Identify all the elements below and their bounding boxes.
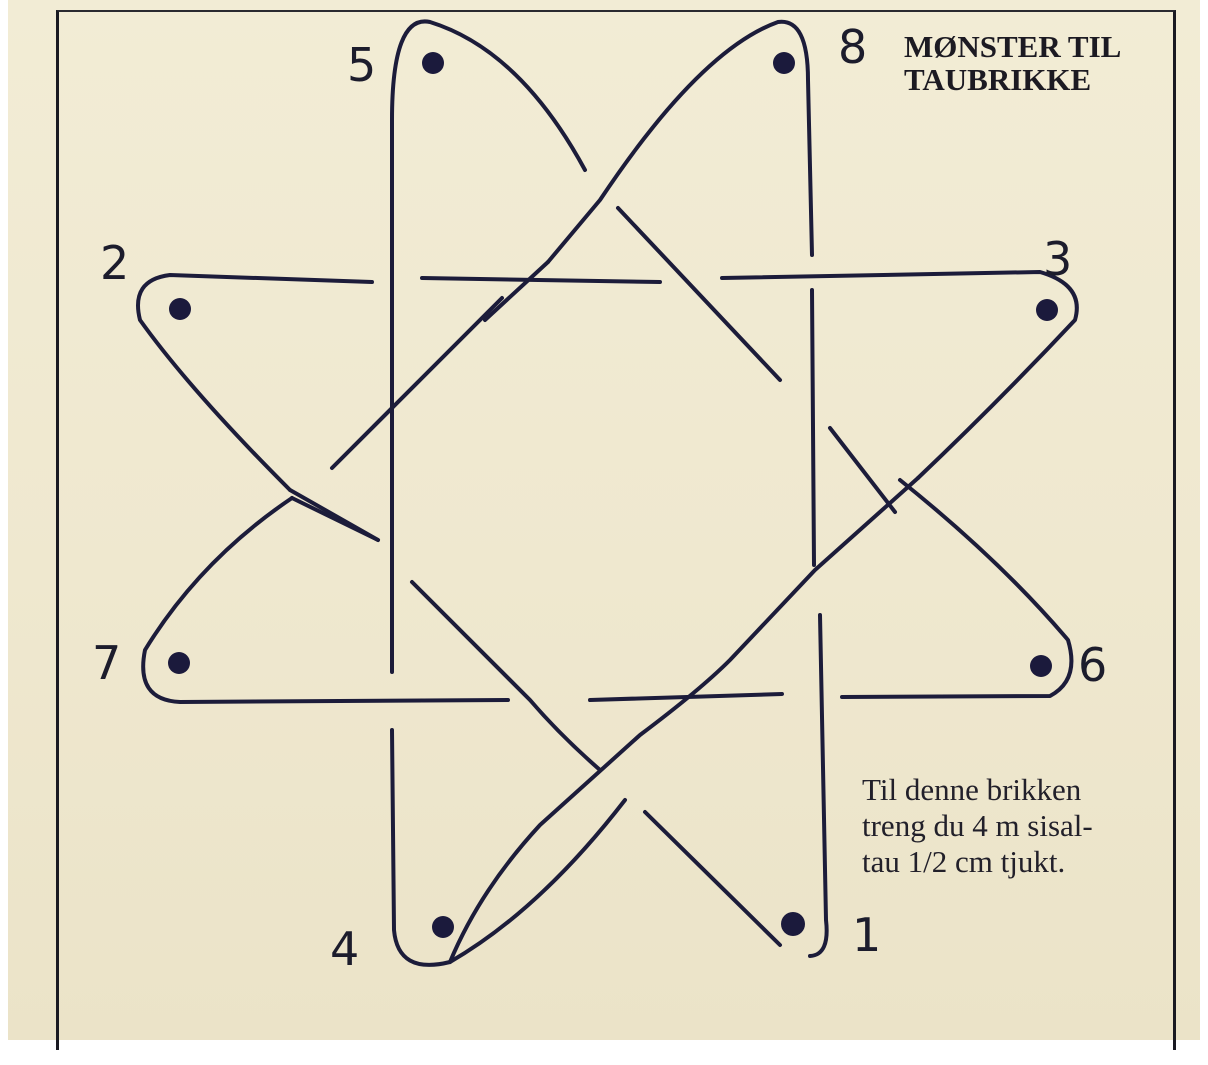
point-label-7: 7 [92,640,121,686]
rope-segment [485,262,548,320]
rope-segment [392,21,585,672]
page-title: MØNSTER TIL TAUBRIKKE [904,30,1121,96]
note-line: treng du 4 m sisal- [862,808,1093,844]
anchor-point-2 [169,298,191,320]
point-label-4: 4 [330,926,359,972]
point-label-6: 6 [1078,642,1107,688]
anchor-point-6 [1030,655,1052,677]
anchor-point-1 [781,912,805,936]
title-line: TAUBRIKKE [904,63,1121,96]
anchor-point-3 [1036,299,1058,321]
rope-segment [422,278,660,282]
rope-segment [812,290,814,565]
point-label-2: 2 [100,240,129,286]
rope-segment [143,498,508,702]
point-label-3: 3 [1043,236,1072,282]
note-line: Til denne brikken [862,772,1093,808]
point-label-8: 8 [838,24,867,70]
material-note: Til denne brikken treng du 4 m sisal- ta… [862,772,1093,880]
point-label-1: 1 [852,912,881,958]
rope-segment [810,615,827,956]
anchor-point-5 [422,52,444,74]
rope-segment [618,208,780,380]
rope-segment [830,428,895,512]
rope-segment [548,22,812,262]
rope-segment [450,478,918,962]
rope-segment [645,812,780,945]
rope-segment [332,298,502,468]
rope-segment [392,730,625,965]
note-line: tau 1/2 cm tjukt. [862,844,1093,880]
title-line: MØNSTER TIL [904,30,1121,63]
anchor-point-7 [168,652,190,674]
rope-segment [290,490,378,540]
anchor-point-4 [432,916,454,938]
point-label-5: 5 [347,42,376,88]
rope-segment [412,582,600,770]
anchor-point-8 [773,52,795,74]
